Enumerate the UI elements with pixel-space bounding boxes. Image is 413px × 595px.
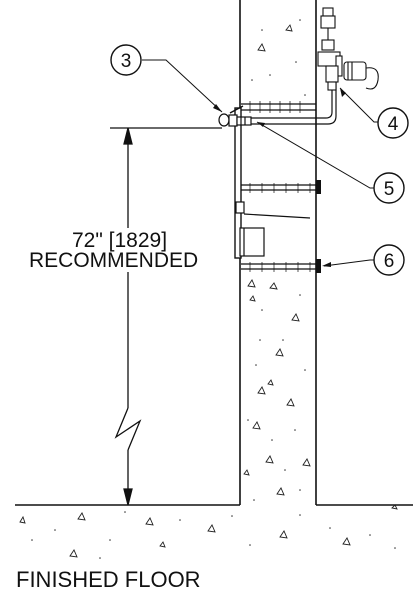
wall-concrete-dots bbox=[247, 19, 306, 501]
callout-4: 4 bbox=[377, 107, 409, 139]
dimension-value: 72" [1829] bbox=[72, 229, 168, 252]
bolt-nuts bbox=[316, 180, 321, 273]
dimension-note: RECOMMENDED bbox=[29, 249, 199, 272]
dimension-label bbox=[26, 228, 230, 272]
valve-assembly bbox=[317, 7, 379, 91]
floor-concrete-texture bbox=[19, 504, 398, 558]
wall-concrete-texture bbox=[243, 24, 311, 496]
callout-3: 3 bbox=[110, 44, 142, 76]
junction-box bbox=[235, 201, 311, 219]
callout-5: 5 bbox=[373, 172, 405, 204]
leader-lines bbox=[142, 59, 378, 267]
floor-label: FINISHED FLOOR bbox=[16, 567, 201, 592]
leader-arrowheads bbox=[213, 88, 346, 267]
callout-4-number: 4 bbox=[388, 114, 399, 135]
supply-pipe bbox=[251, 74, 337, 125]
bolt-threads bbox=[249, 101, 311, 272]
callout-6-number: 6 bbox=[384, 251, 395, 272]
anchor-bolts bbox=[241, 103, 318, 270]
callout-5-number: 5 bbox=[384, 179, 395, 200]
dimension-line bbox=[110, 127, 222, 506]
control-box bbox=[239, 227, 265, 257]
callout-3-number: 3 bbox=[121, 51, 132, 72]
floor-concrete-dots bbox=[31, 511, 396, 559]
mounting-plate bbox=[229, 105, 244, 259]
callout-6: 6 bbox=[373, 244, 405, 276]
pipe-fitting bbox=[218, 113, 252, 127]
